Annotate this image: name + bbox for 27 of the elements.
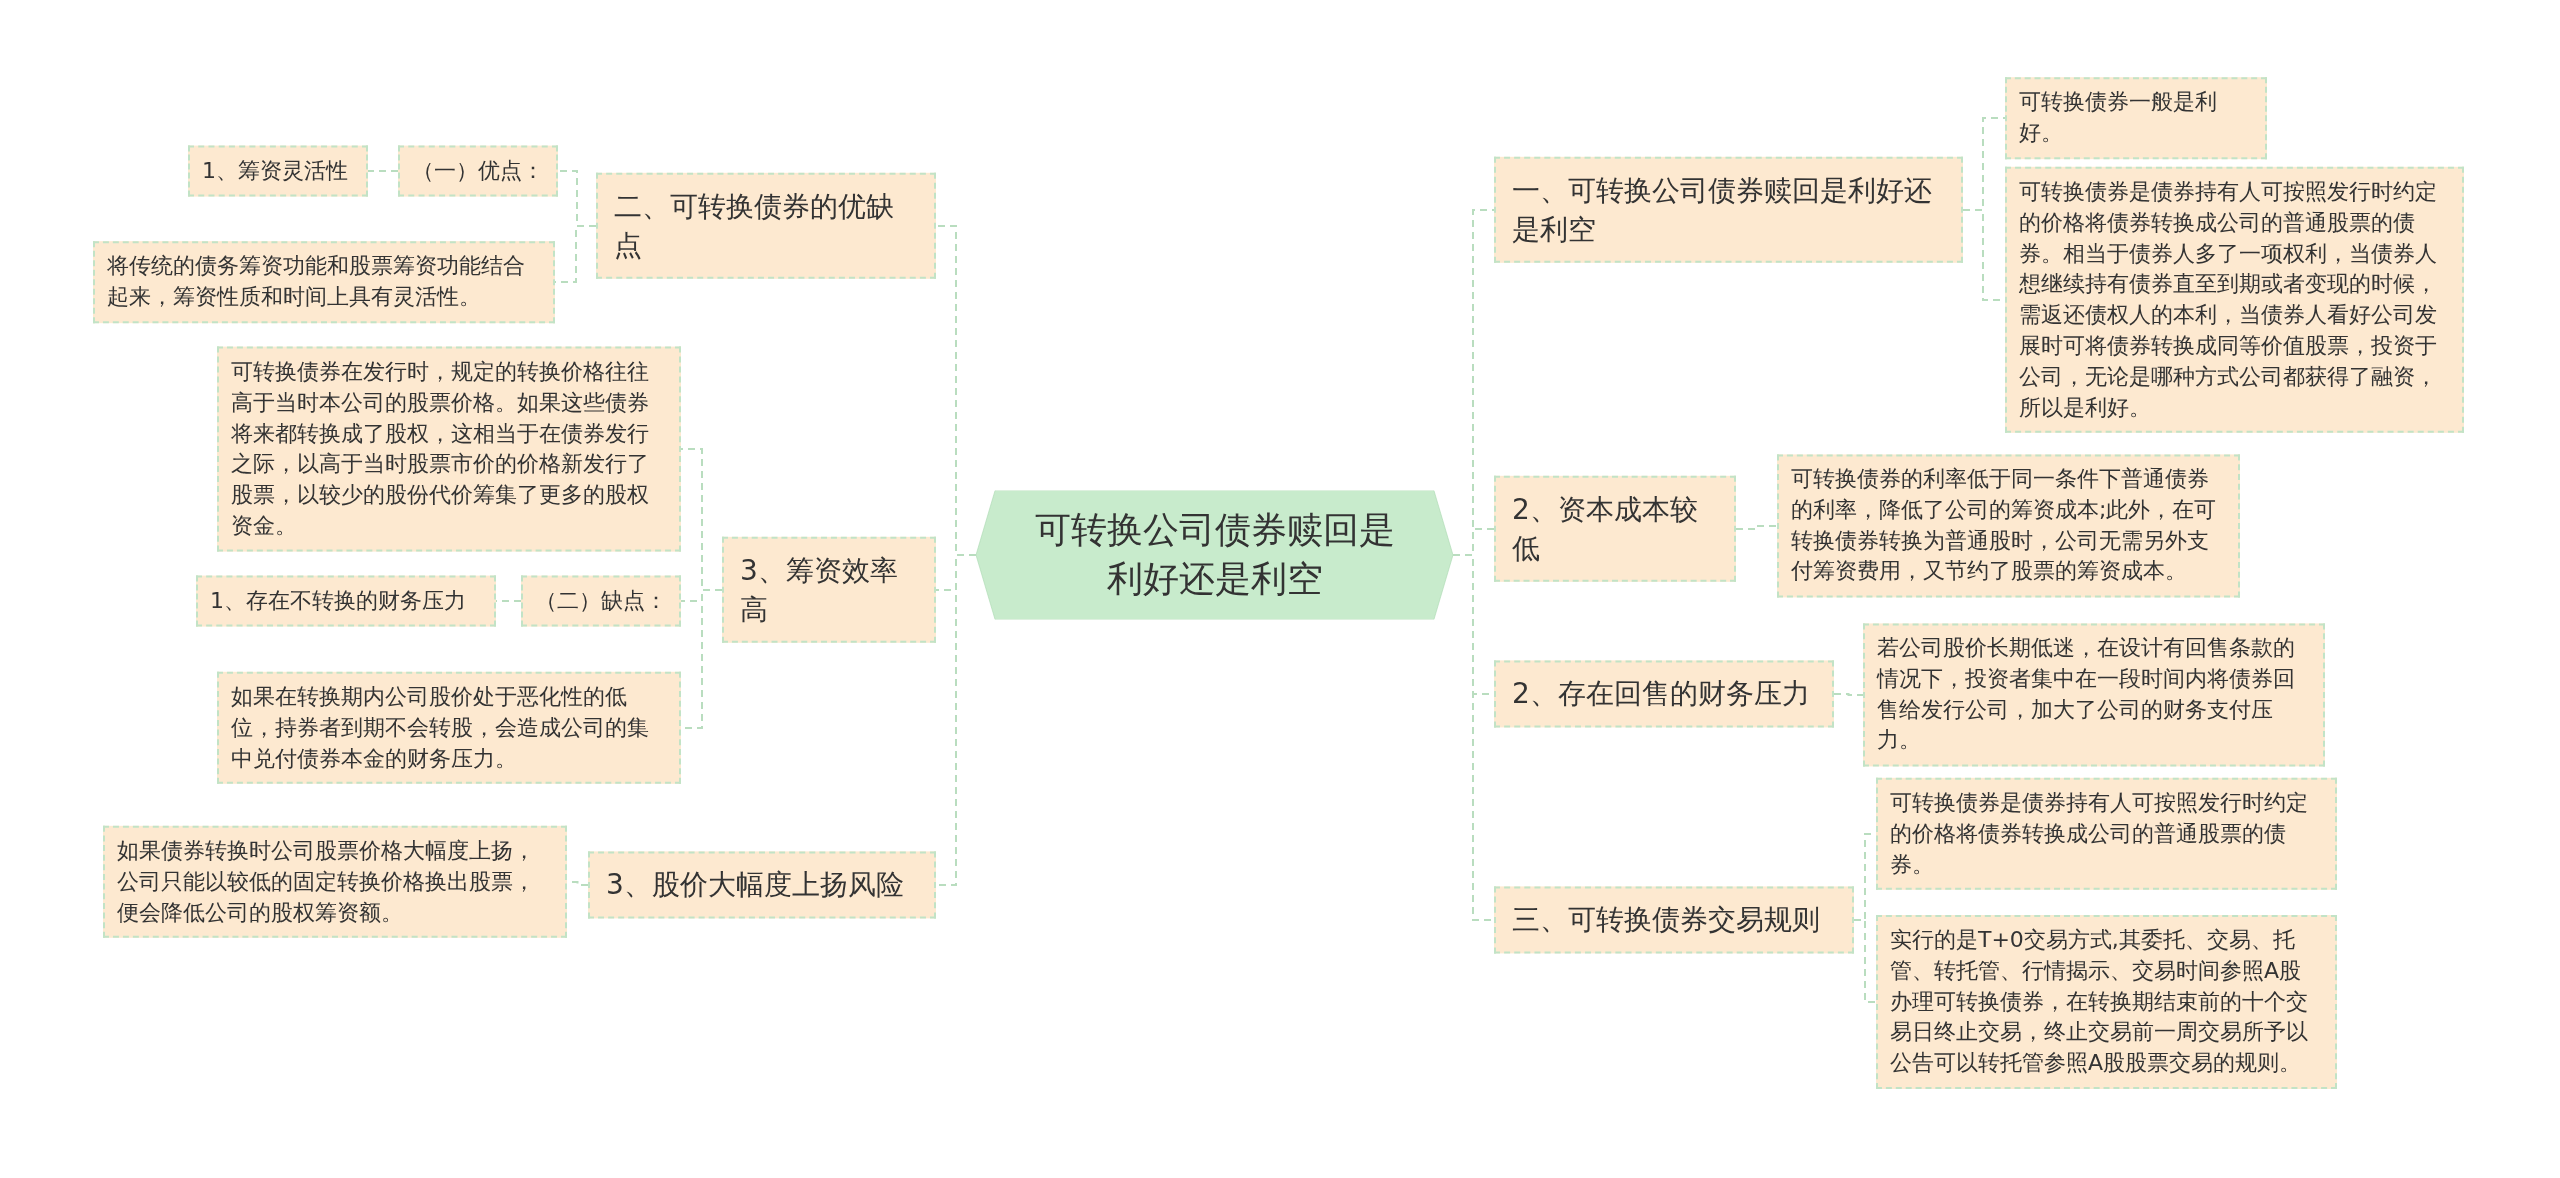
detail-note: 可转换债券是债券持有人可按照发行时约定的价格将债券转换成公司的普通股票的债券。相当于债券人多了一项权利，当债券人想继续持有债券直至到期或者变现的时候，需返还债权人的本利，当债券人看好公司发展时可将债券转换成同等价值股票，投资于公司，无论是哪种方式公司都获得了融资，所以是利好。 — [2005, 166, 2464, 434]
branch-topic: 二、可转换债券的优缺点 — [596, 172, 936, 280]
branch-topic: 2、资本成本较低 — [1494, 475, 1736, 583]
connector-line — [367, 170, 399, 172]
branch-topic: 一、可转换公司债券赎回是利好还是利空 — [1494, 156, 1963, 264]
detail-note: 若公司股价长期低迷，在设计有回售条款的情况下，投资者集中在一段时间内将债券回售给发行公司，加大了公司的财务支付压力。 — [1863, 623, 2325, 767]
detail-note: 可转换债券在发行时，规定的转换价格往往高于当时本公司的股票价格。如果这些债券将来都转换成了股权，这相当于在债券发行之际，以高于当时股票市价的价格新发行了股票，以较少的股份代价筹集了更多的股权资金。 — [217, 346, 681, 552]
detail-note: 可转换债券的利率低于同一条件下普通债券的利率，降低了公司的筹资成本;此外，在可转换债券转换为普通股时，公司无需另外支付筹资费用，又节约了股票的筹资成本。 — [1777, 454, 2240, 598]
branch-topic: 3、筹资效率高 — [722, 536, 936, 644]
detail-note: 1、存在不转换的财务压力 — [196, 575, 496, 627]
detail-note: （二）缺点： — [521, 575, 681, 627]
detail-note: 实行的是T+0交易方式,其委托、交易、托管、转托管、行情揭示、交易时间参照A股办理可转换债券，在转换期结束前的十个交易日终止交易，终止交易前一周交易所予以公告可以转托管参照A股股票交易的规则。 — [1876, 915, 2337, 1089]
topic-text: 可转换公司债券赎回是利好还是利空 — [1033, 508, 1396, 601]
branch-topic: 2、存在回售的财务压力 — [1494, 660, 1834, 728]
detail-note: 如果债券转换时公司股票价格大幅度上扬，公司只能以较低的固定转换价格换出股票，便会降低公司的股权筹资额。 — [103, 825, 567, 939]
connector-line — [1735, 525, 1778, 530]
detail-note: 可转换债券一般是利好。 — [2005, 77, 2267, 159]
connector-line — [1833, 693, 1864, 696]
detail-note: 将传统的债务筹资功能和股票筹资功能结合起来，筹资性质和时间上具有灵活性。 — [93, 241, 555, 323]
connector-line — [1853, 919, 1877, 1003]
detail-note: 1、筹资灵活性 — [188, 145, 368, 197]
branch-topic: 3、股价大幅度上扬风险 — [588, 851, 936, 919]
branch-topic: 三、可转换债券交易规则 — [1494, 886, 1854, 954]
central-topic — [976, 490, 1453, 620]
detail-note: 可转换债券是债券持有人可按照发行时约定的价格将债券转换成公司的普通股票的债券。 — [1876, 777, 2337, 891]
detail-note: （一）优点： — [398, 145, 558, 197]
detail-note: 如果在转换期内公司股价处于恶化性的低位，持券者到期不会转股，会造成公司的集中兑付债券本金的财务压力。 — [217, 671, 681, 785]
